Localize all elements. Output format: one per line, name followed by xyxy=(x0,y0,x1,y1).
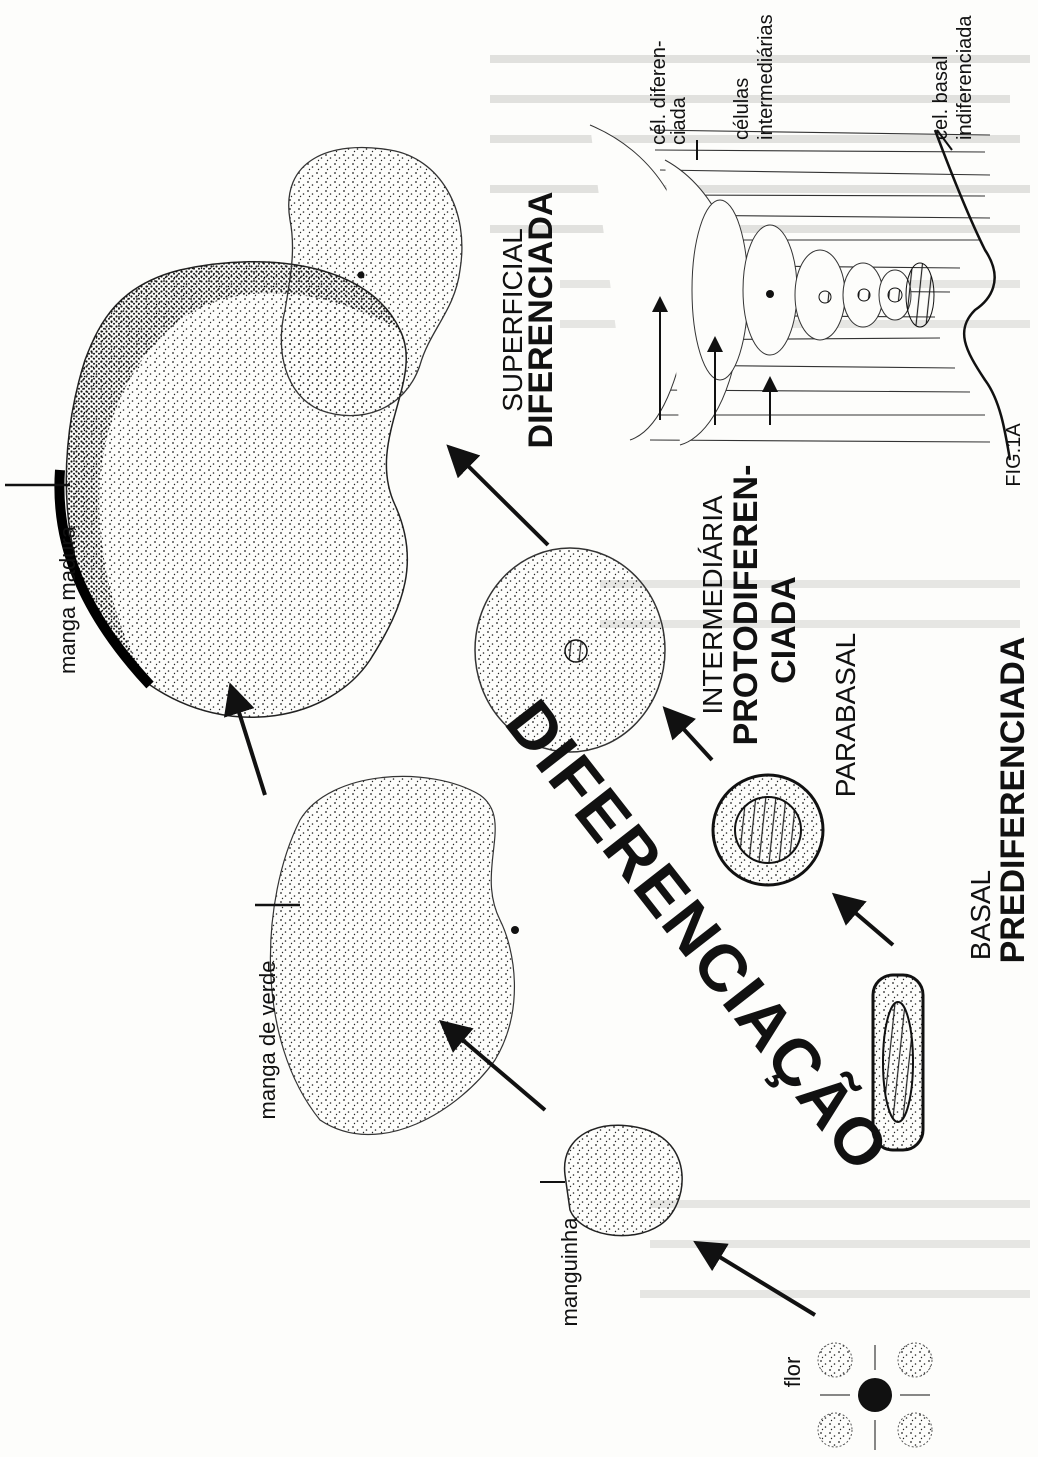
figure-label: FIG.1A xyxy=(1003,423,1025,487)
differentiated-cell-label-line2: ciada xyxy=(668,96,690,145)
green-mango-label: manga de verde xyxy=(255,961,280,1120)
intermediate-cells-label-line1: células xyxy=(731,78,753,140)
basal-cell-label-line2: indiferenciada xyxy=(954,15,976,140)
basal-label: BASAL xyxy=(965,870,996,960)
intermediate-label: INTERMEDIÁRIA xyxy=(697,495,728,715)
intermediate-type-line2: CIADA xyxy=(765,576,803,684)
intermediate-cells-label-line2: intermediárias xyxy=(755,14,777,140)
parabasal-label: PARABASAL xyxy=(830,633,861,797)
intermediate-type-line1: PROTODIFEREN- xyxy=(727,465,765,746)
flower-drawing xyxy=(818,1343,932,1450)
basal-cell-label-line1: cel. basal xyxy=(930,56,952,141)
parabasal-cell-drawing xyxy=(713,775,823,885)
superficial-type-label: DIFERENCIADA xyxy=(522,192,560,449)
flower-label: flor xyxy=(780,1357,805,1388)
ripe-mango-label: manga madura xyxy=(55,525,80,674)
differentiated-cell-label-line1: cél. diferen- xyxy=(648,41,670,146)
small-mango-label: manguinha xyxy=(557,1217,582,1327)
green-mango-drawing xyxy=(255,776,519,1134)
superficial-cell-drawing xyxy=(281,148,462,416)
epithelium-figure xyxy=(590,125,1010,460)
basal-type-label: PREDIFERENCIADA xyxy=(994,637,1032,964)
